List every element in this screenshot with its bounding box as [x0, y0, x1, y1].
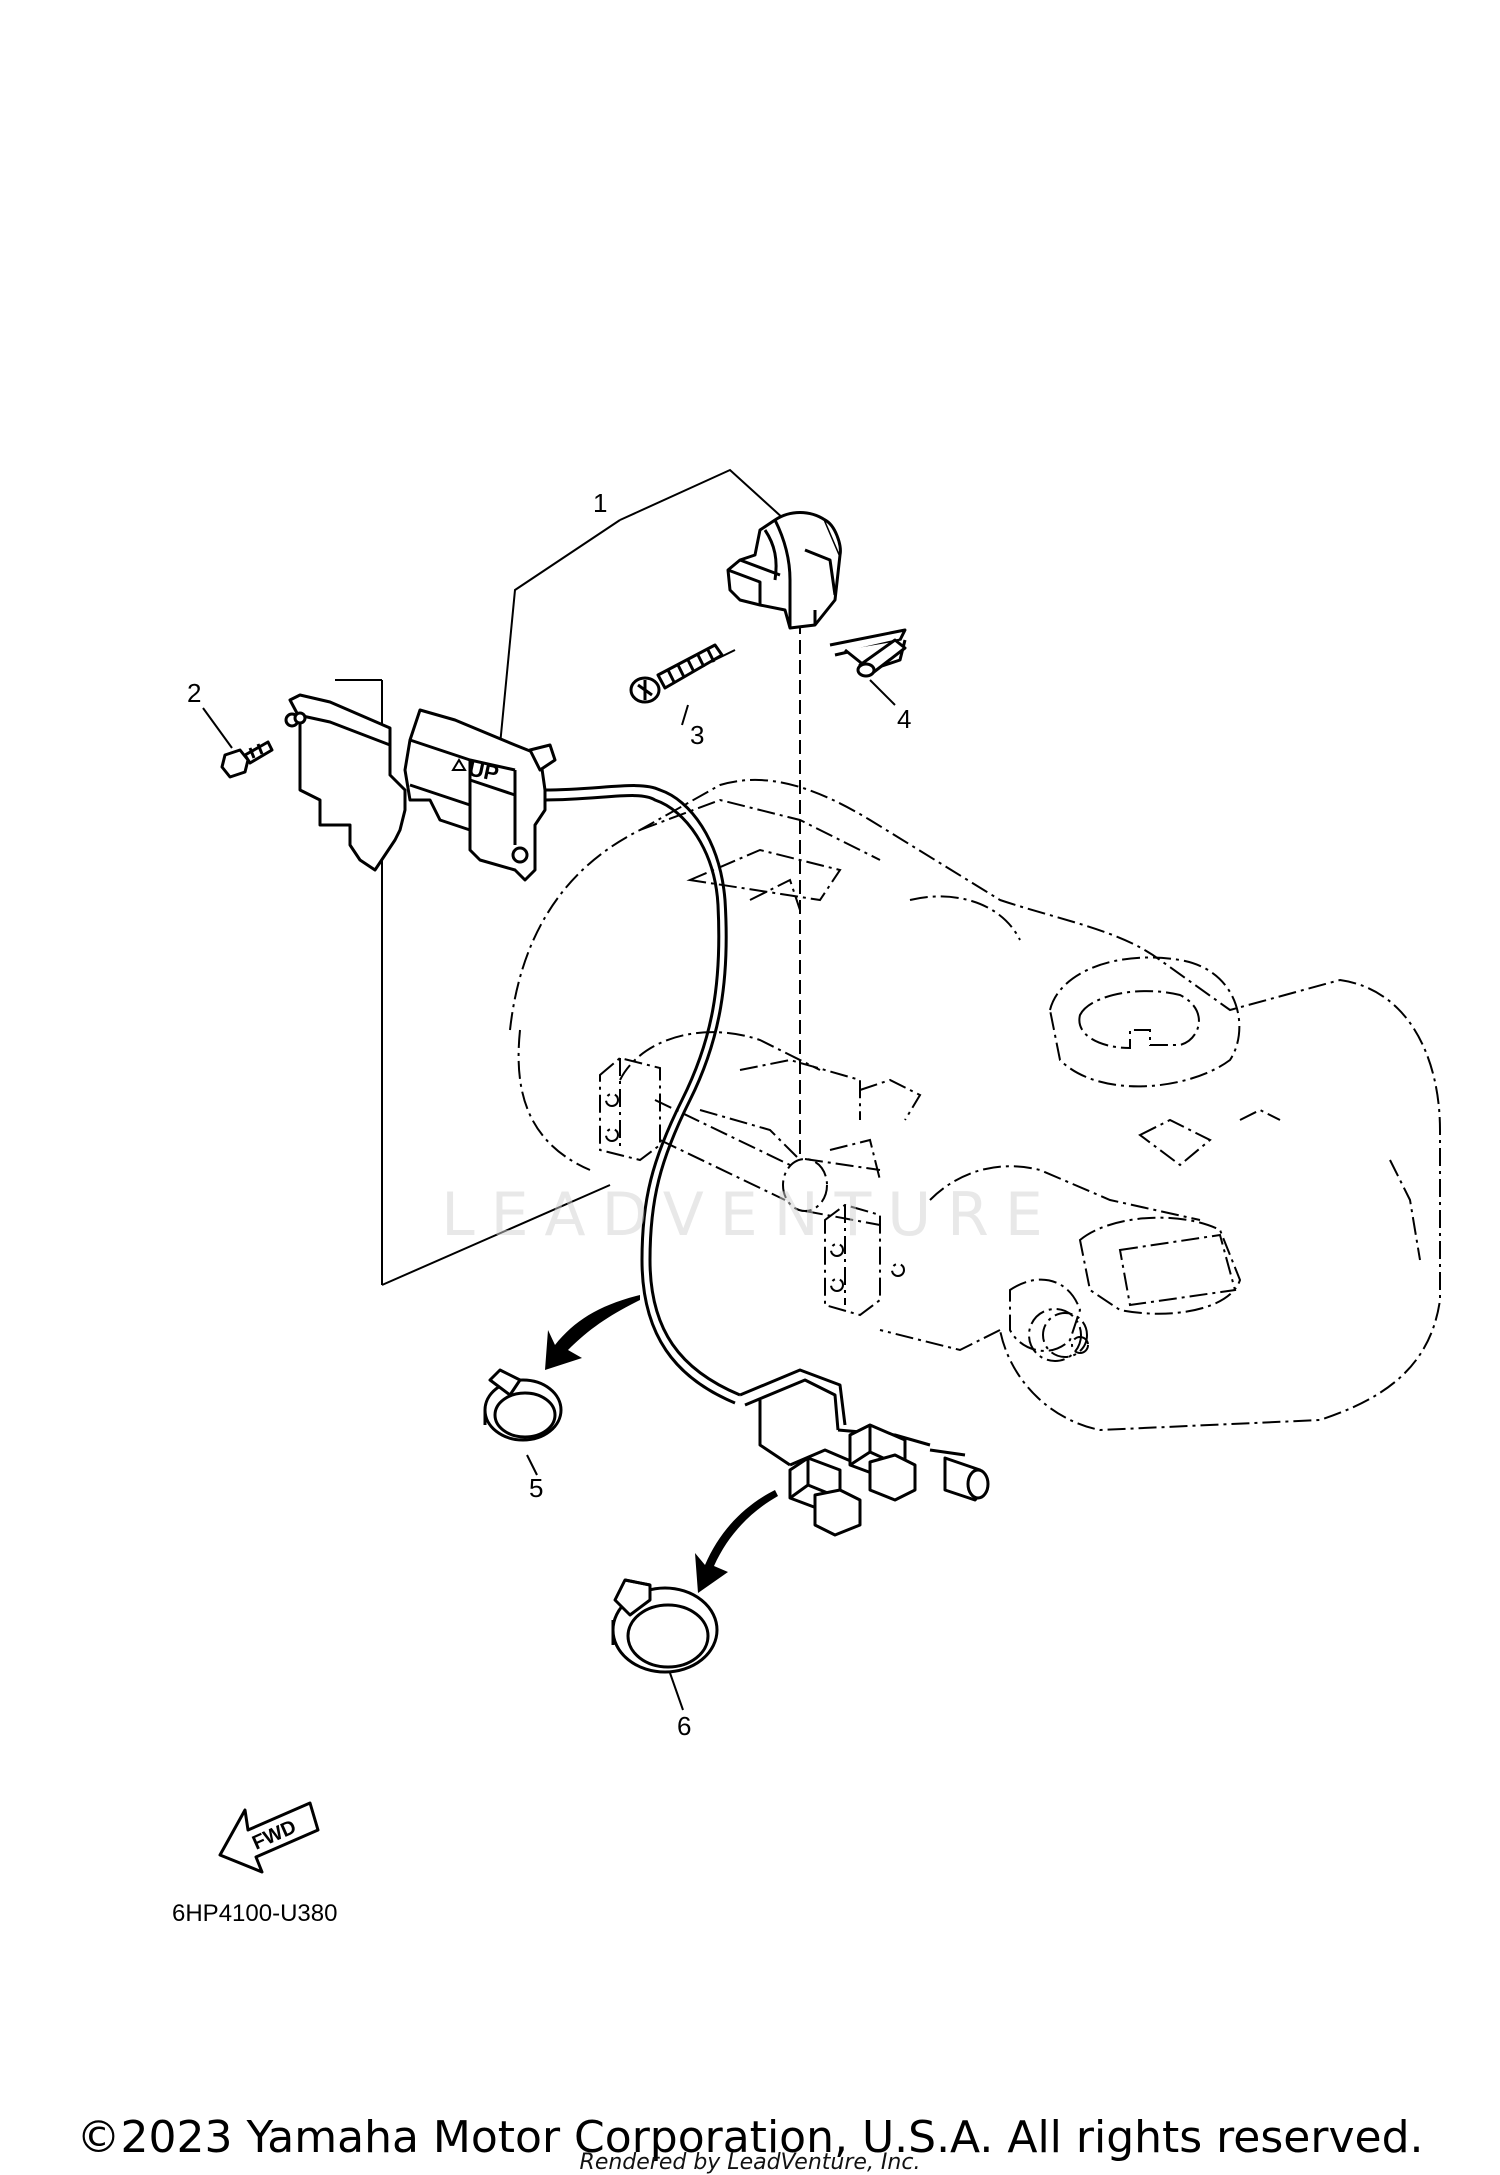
collar-part-4: [829, 628, 907, 678]
clamp-part-6: [611, 1578, 719, 1674]
engine-body-outline: [509, 778, 1441, 1432]
rendered-by-notice: Rendered by LeadVenture, Inc.: [579, 2150, 921, 2175]
mounting-bracket-left: [599, 1056, 661, 1162]
trim-sensor-switch: [284, 698, 557, 882]
assembly-arrow-icon-2: [695, 1490, 778, 1593]
callout-1: 1: [593, 488, 607, 518]
screw-part-3: [629, 643, 724, 704]
bolt-part-2: [220, 740, 274, 779]
sensor-cable: [544, 784, 741, 1405]
callout-5: 5: [529, 1473, 543, 1503]
callout-6: 6: [677, 1711, 691, 1741]
switch-mount-plate: [288, 693, 392, 747]
up-arrow-icon: [451, 758, 467, 771]
harness-connectors: [739, 1368, 990, 1537]
callout-2: 2: [187, 678, 201, 708]
callout-3: 3: [690, 720, 704, 750]
copyright-notice: ©2023 Yamaha Motor Corporation, U.S.A. A…: [76, 2112, 1424, 2163]
bolt-boss: [1028, 1308, 1089, 1362]
sensor-cam: [726, 511, 842, 630]
mounting-bracket-right: [824, 1203, 905, 1317]
callout-4: 4: [897, 704, 911, 734]
diagram-code: 6HP4100-U380: [172, 1900, 338, 1927]
clamp-part-5: [483, 1368, 563, 1442]
fwd-arrow-icon: [218, 1801, 320, 1874]
assembly-arrow-icon: [545, 1295, 640, 1370]
watermark: LEADVENTURE: [441, 1180, 1059, 1250]
callout-leaders: [202, 679, 896, 1711]
switch-up-label: UP: [466, 755, 501, 786]
